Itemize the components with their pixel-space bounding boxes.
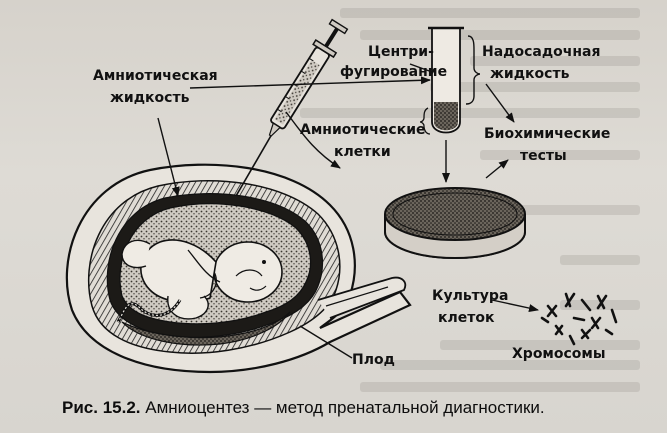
label-amniotic-cells-line1: Амниотические	[300, 122, 426, 138]
label-amniotic-cells-line2: клетки	[334, 144, 391, 160]
label-centrifugation-line1: Центри-	[368, 44, 434, 60]
chromosomes-cluster	[540, 292, 618, 346]
label-chromosomes: Хромосомы	[512, 346, 606, 362]
label-fetus: Плод	[352, 352, 395, 368]
label-amniotic-fluid-line2: жидкость	[110, 90, 190, 106]
label-culture-line1: Культура	[432, 288, 509, 304]
label-biochem-line1: Биохимические	[484, 126, 611, 142]
process-arrows	[157, 63, 539, 359]
caption-number: Рис. 15.2.	[62, 398, 141, 417]
test-tube	[419, 26, 481, 135]
label-supernatant-line1: Надосадочная	[482, 44, 601, 60]
fetus	[116, 239, 291, 346]
caption-text: Амниоцентез — метод пренатальной диагнос…	[145, 398, 545, 417]
syringe	[235, 18, 349, 197]
figure-caption: Рис. 15.2. Амниоцентез — метод пренаталь…	[62, 398, 652, 418]
label-centrifugation-line2: фугирование	[340, 64, 448, 80]
label-supernatant-line2: жидкость	[490, 66, 570, 82]
label-amniotic-fluid-line1: Амниотическая	[93, 68, 218, 84]
petri-dish	[384, 187, 526, 260]
label-culture-line2: клеток	[438, 310, 495, 326]
label-biochem-line2: тесты	[520, 148, 567, 164]
